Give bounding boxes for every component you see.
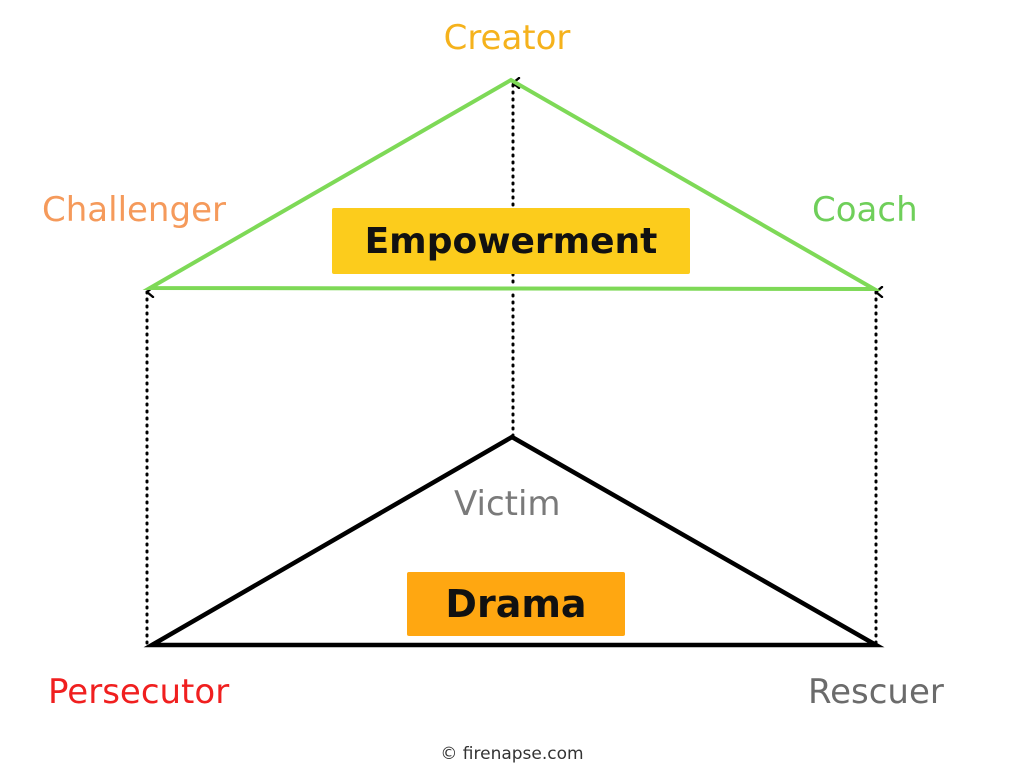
rescuer-label: Rescuer: [808, 672, 944, 712]
empowerment-box: Empowerment: [332, 208, 690, 274]
creator-label: Creator: [443, 18, 571, 58]
copyright-footer: © firenapse.com: [440, 744, 584, 764]
coach-label: Coach: [812, 190, 918, 230]
empowerment-triangle: [142, 77, 882, 292]
persecutor-label: Persecutor: [48, 672, 230, 712]
drama-triangle: [143, 434, 885, 648]
challenger-label: Challenger: [42, 190, 226, 230]
drama-box: Drama: [407, 572, 625, 636]
victim-label: Victim: [454, 484, 561, 524]
